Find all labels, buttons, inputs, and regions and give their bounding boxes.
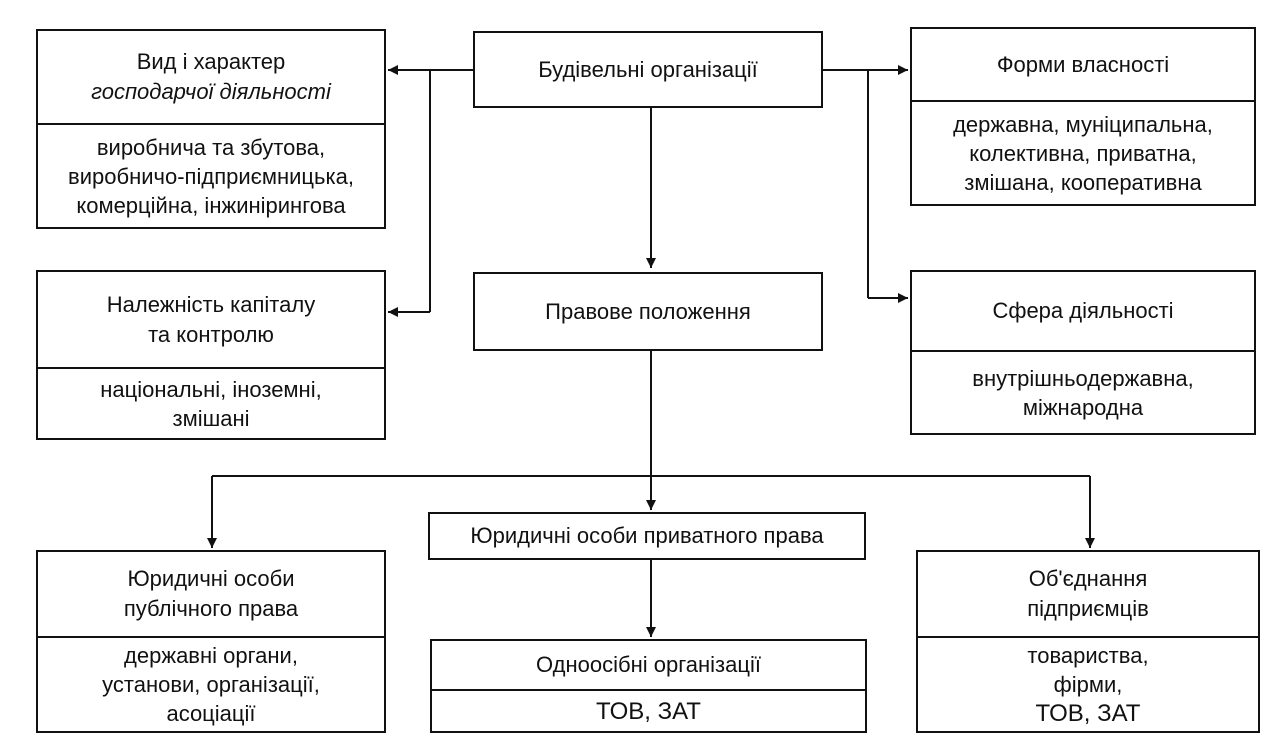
- header-line: Одноосібні організації: [536, 652, 761, 677]
- label-line: Юридичні особи приватного права: [470, 523, 824, 548]
- body-line: комерційна, інжинірингова: [76, 192, 346, 218]
- body-line: державні органи,: [124, 643, 298, 668]
- node-public-law-entities: Юридичні особи публічного права державні…: [36, 550, 386, 733]
- body-line: установи, організації,: [102, 672, 320, 697]
- label-line: Правове положення: [545, 298, 751, 324]
- body-line: державна, муніципальна,: [953, 111, 1213, 137]
- node-private-law-entities: Юридичні особи приватного права: [428, 512, 866, 560]
- node-body: національні, іноземні, змішані: [38, 369, 384, 438]
- node-body: внутрішньодержавна, міжнародна: [912, 352, 1254, 433]
- header-line: підприємців: [1027, 596, 1149, 621]
- body-line: колективна, приватна,: [969, 140, 1197, 166]
- body-line: фірми,: [1053, 672, 1123, 697]
- node-body: товариства, фірми, ТОВ, ЗАТ: [918, 638, 1258, 731]
- node-body: ТОВ, ЗАТ: [432, 691, 865, 731]
- node-legal-status: Правове положення: [473, 272, 823, 351]
- body-line: асоціації: [166, 701, 256, 726]
- node-label: Правове положення: [475, 274, 821, 349]
- node-body: виробнича та збутова, виробничо-підприєм…: [38, 125, 384, 227]
- node-entrepreneur-associations: Об'єднання підприємців товариства, фірми…: [916, 550, 1260, 733]
- node-header: Об'єднання підприємців: [918, 552, 1258, 638]
- header-line: публічного права: [123, 596, 299, 621]
- node-header: Юридичні особи публічного права: [38, 552, 384, 638]
- body-line: ТОВ, ЗАТ: [1035, 700, 1141, 727]
- header-line: Належність капіталу: [106, 291, 316, 317]
- node-body: державні органи, установи, організації, …: [38, 638, 384, 731]
- body-line: ТОВ, ЗАТ: [596, 697, 701, 725]
- node-activity-sphere: Сфера діяльності внутрішньодержавна, між…: [910, 270, 1256, 435]
- label-line: Будівельні організації: [538, 56, 758, 82]
- node-header: Сфера діяльності: [912, 272, 1254, 352]
- header-line: Об'єднання: [1028, 566, 1148, 591]
- header-line: Форми власності: [996, 51, 1170, 77]
- body-line: змішані: [172, 405, 250, 431]
- node-ownership-forms: Форми власності державна, муніципальна, …: [910, 27, 1256, 206]
- header-line: та контролю: [148, 321, 274, 347]
- node-header: Одноосібні організації: [432, 641, 865, 691]
- body-line: товариства,: [1027, 643, 1149, 668]
- node-activity-type: Вид і характер господарчої діяльності ви…: [36, 29, 386, 229]
- body-line: змішана, кооперативна: [964, 169, 1202, 195]
- node-header: Належність капіталу та контролю: [38, 272, 384, 369]
- body-line: міжнародна: [1022, 394, 1144, 420]
- node-label: Юридичні особи приватного права: [430, 514, 864, 558]
- body-line: внутрішньодержавна,: [972, 365, 1194, 391]
- node-body: державна, муніципальна, колективна, прив…: [912, 102, 1254, 204]
- body-line: виробнича та збутова,: [96, 134, 326, 160]
- node-capital-control: Належність капіталу та контролю націонал…: [36, 270, 386, 440]
- header-line: Сфера діяльності: [992, 298, 1174, 323]
- body-line: виробничо-підприємницька,: [68, 163, 354, 189]
- node-header: Вид і характер господарчої діяльності: [38, 31, 384, 125]
- header-line: Вид і характер: [136, 49, 286, 74]
- node-label: Будівельні організації: [475, 33, 821, 106]
- header-line: господарчої діяльності: [91, 79, 331, 104]
- body-line: національні, іноземні,: [100, 376, 322, 402]
- node-construction-organizations: Будівельні організації: [473, 31, 823, 108]
- node-header: Форми власності: [912, 29, 1254, 102]
- header-line: Юридичні особи: [127, 566, 295, 591]
- node-sole-organizations: Одноосібні організації ТОВ, ЗАТ: [430, 639, 867, 733]
